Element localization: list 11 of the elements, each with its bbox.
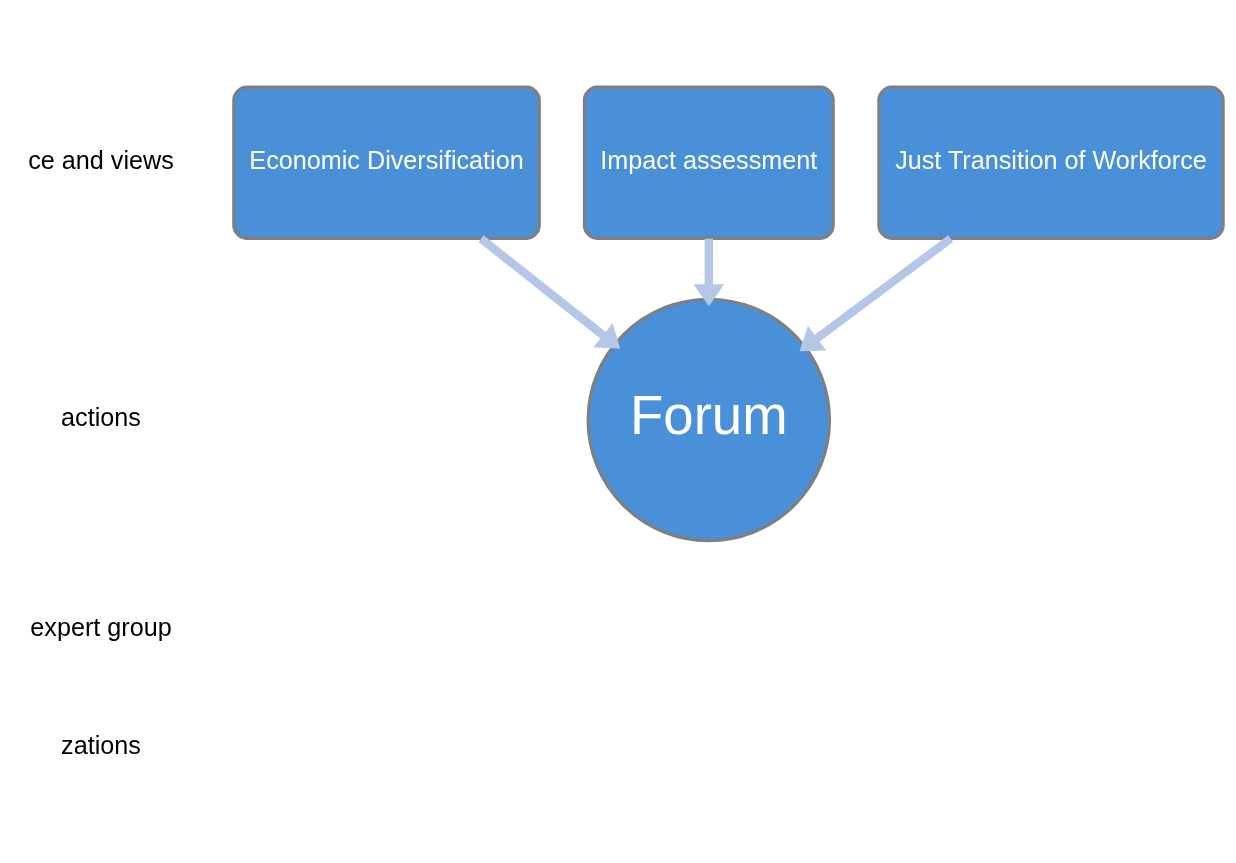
label: zations bbox=[61, 730, 141, 759]
node-box: Economic Diversification bbox=[232, 85, 541, 240]
label: expert group bbox=[30, 613, 172, 642]
node-box: Impact assessment bbox=[582, 85, 835, 240]
node-circle: Forum bbox=[586, 297, 832, 543]
arrow bbox=[478, 235, 621, 349]
node-box: Just Transition of Workforce bbox=[877, 85, 1225, 240]
label: actions bbox=[61, 403, 141, 432]
arrow bbox=[693, 238, 725, 307]
arrow bbox=[799, 235, 954, 352]
label: ce and views bbox=[28, 146, 174, 175]
